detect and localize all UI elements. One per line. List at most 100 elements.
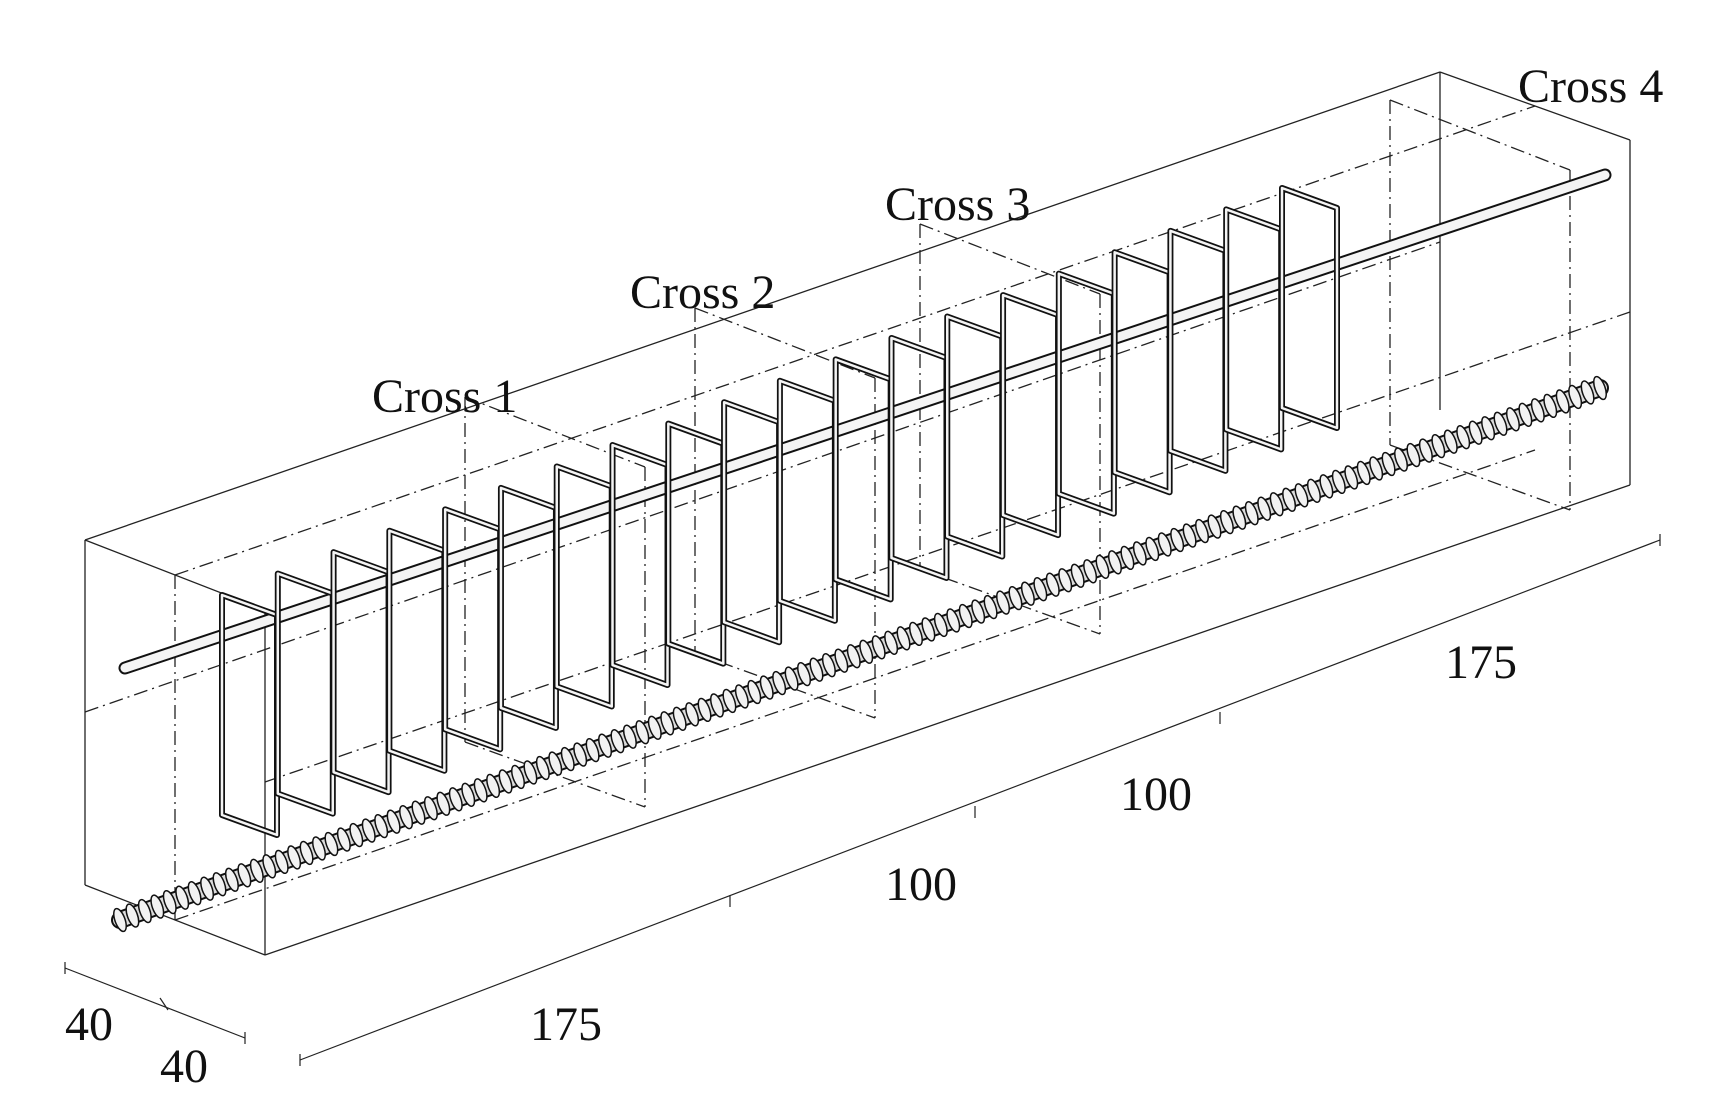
cross-1-label: Cross 1	[372, 370, 517, 423]
rib-ring	[162, 889, 177, 915]
rib-ring	[1294, 483, 1309, 508]
rib-ring	[759, 675, 774, 700]
rib-ring	[1083, 559, 1098, 584]
rib-ring	[1344, 465, 1359, 490]
rib-ring	[125, 903, 140, 928]
rib-ring	[1381, 451, 1396, 477]
rib-ring	[573, 742, 588, 767]
stirrup	[888, 334, 950, 581]
rib-ring	[846, 644, 861, 669]
rib-ring	[486, 773, 501, 799]
rib-ring	[1593, 375, 1607, 401]
rib-ring	[921, 617, 936, 642]
rib-ring	[1481, 416, 1496, 441]
stirrup	[944, 313, 1006, 560]
rib-ring	[1170, 527, 1185, 553]
stirrup	[776, 377, 838, 624]
rib-ring	[324, 831, 339, 857]
rib-ring	[660, 711, 675, 736]
rib-ring	[772, 670, 787, 696]
rib-ring	[622, 724, 637, 749]
rib-ring	[1232, 505, 1247, 530]
stirrup	[219, 592, 280, 838]
stirrup	[721, 399, 783, 646]
dim-width-a: 40	[65, 998, 113, 1051]
dim-seg-4: 175	[1445, 636, 1517, 689]
rib-ring	[1058, 568, 1073, 593]
rib-ring	[287, 845, 302, 870]
dim-seg-2: 100	[885, 858, 957, 911]
stirrup	[330, 549, 392, 796]
rib-ring	[996, 590, 1011, 615]
stirrups	[219, 185, 1340, 838]
rib-ring	[1020, 581, 1035, 606]
rib-ring	[498, 769, 513, 794]
stirrup	[1279, 185, 1340, 431]
concrete-outline	[84, 71, 1631, 956]
rib-ring	[336, 827, 351, 852]
cross-section-plane-3	[919, 223, 1101, 635]
rib-ring	[983, 594, 998, 620]
rib-ring	[1369, 456, 1384, 481]
rib-ring	[1207, 514, 1222, 539]
rib-ring	[1456, 425, 1471, 450]
rib-ring	[361, 818, 376, 843]
rib-ring	[896, 626, 911, 651]
rib-ring	[1580, 380, 1595, 405]
section-labels: Cross 1 Cross 2 Cross 3 Cross 4	[372, 60, 1663, 423]
rib-ring	[933, 612, 948, 638]
stirrup	[665, 420, 727, 667]
rib-ring	[598, 733, 613, 758]
stirrup	[386, 527, 448, 774]
rib-ring	[473, 778, 488, 803]
rib-ring	[1543, 393, 1558, 419]
cross-section-planes	[464, 99, 1571, 808]
cross-2-label: Cross 2	[630, 266, 775, 319]
rib-ring	[1145, 536, 1160, 562]
stirrup	[1111, 249, 1173, 496]
stirrup	[1223, 206, 1285, 453]
rib-ring	[709, 693, 724, 718]
rib-ring	[1195, 518, 1210, 544]
rib-ring	[1331, 469, 1346, 495]
rib-ring	[386, 809, 401, 834]
rib-ring	[734, 684, 749, 709]
rib-ring	[1219, 509, 1234, 535]
stirrup	[609, 442, 671, 689]
rib-ring	[859, 639, 874, 664]
rib-ring	[237, 863, 252, 888]
bottom-ribbed-bar	[111, 375, 1609, 933]
rib-ring	[312, 836, 326, 861]
dim-width-b: 40	[160, 1040, 208, 1093]
stirrup	[274, 570, 336, 817]
rib-ring	[647, 715, 662, 740]
rib-ring	[399, 805, 414, 830]
dim-seg-3: 100	[1120, 768, 1192, 821]
rib-ring	[548, 751, 563, 776]
rib-ring	[200, 876, 215, 901]
rib-ring	[797, 661, 812, 687]
rib-ring	[113, 907, 127, 933]
rib-ring	[585, 737, 600, 763]
rib-ring	[1282, 487, 1297, 512]
rib-ring	[884, 630, 899, 655]
rib-ring	[535, 755, 550, 781]
stirrup	[1167, 227, 1229, 474]
rib-ring	[871, 635, 886, 660]
rib-ring	[523, 760, 538, 785]
stirrup	[1000, 292, 1062, 539]
rib-ring	[274, 849, 289, 875]
rib-ring	[461, 782, 476, 807]
rib-ring	[374, 813, 389, 839]
rib-ring	[249, 858, 264, 883]
rib-ring	[1045, 572, 1060, 597]
rib-ring	[1157, 532, 1172, 557]
rib-ring	[834, 648, 849, 673]
rib-ring	[685, 702, 700, 727]
rib-ring	[1269, 492, 1284, 517]
rib-ring	[423, 796, 438, 821]
rib-ring	[299, 840, 314, 866]
rib-ring	[510, 764, 525, 790]
